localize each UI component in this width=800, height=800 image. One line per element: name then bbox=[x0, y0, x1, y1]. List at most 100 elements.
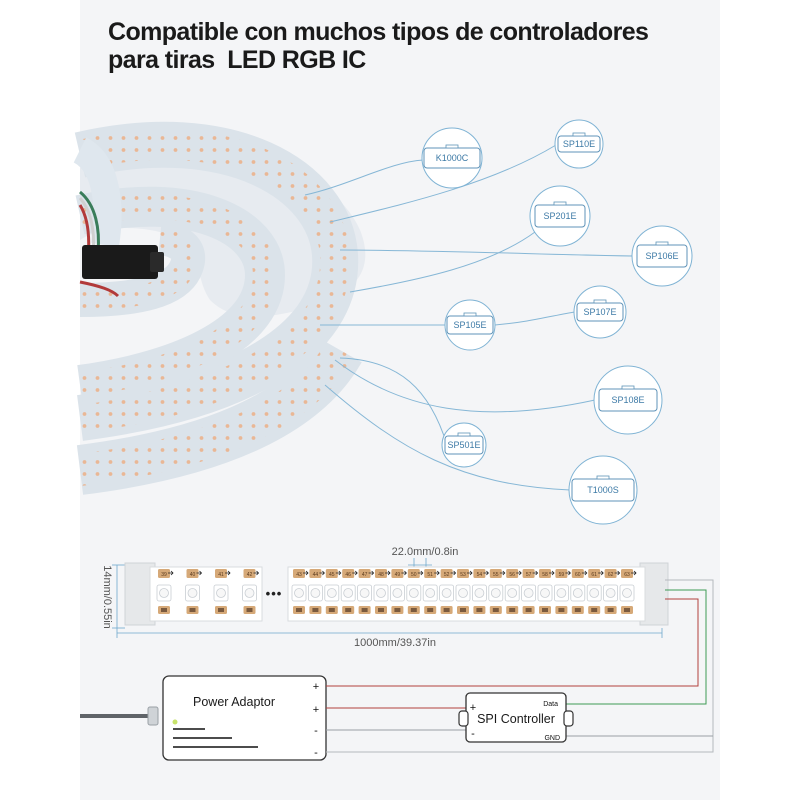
led-chip: 44 bbox=[307, 569, 325, 614]
led-chip: 47 bbox=[357, 569, 375, 614]
led-chip: 57 bbox=[521, 569, 539, 614]
led-chip: 56 bbox=[504, 569, 522, 614]
spi-controller-label: SPI Controller bbox=[477, 712, 555, 726]
led-chip: 53 bbox=[455, 569, 473, 614]
led-chip: 55 bbox=[488, 569, 506, 614]
led-chip: 48 bbox=[373, 569, 391, 614]
led-number: 63 bbox=[624, 572, 630, 578]
led-chip: 39 bbox=[156, 569, 174, 614]
led-chip: 63 bbox=[619, 569, 637, 614]
adaptor-minus-2: - bbox=[314, 747, 318, 759]
led-chip: 49 bbox=[389, 569, 407, 614]
controller-bubble-sp107e: SP107E bbox=[573, 285, 627, 339]
led-number: 46 bbox=[345, 572, 351, 578]
connector-sp106e bbox=[339, 249, 634, 257]
led-number: 47 bbox=[362, 572, 368, 578]
width-label: 14mm/0.55in bbox=[101, 565, 113, 629]
controller-label-k1000c: K1000C bbox=[436, 153, 469, 163]
leds-right: 43 44 45 46 47 48 49 50 51 52 53 54 55 56 57 58 59 60 61 62… bbox=[291, 569, 637, 614]
led-number: 60 bbox=[575, 572, 581, 578]
led-chip: 59 bbox=[554, 569, 571, 614]
connector-sp108e bbox=[334, 359, 596, 413]
led-chip: 43 bbox=[291, 569, 309, 614]
controller-label-sp106e: SP106E bbox=[645, 251, 678, 261]
led-number: 56 bbox=[509, 572, 515, 578]
wire-red-strip-power bbox=[326, 598, 699, 687]
led-number: 50 bbox=[411, 572, 417, 578]
connector-k1000c bbox=[304, 159, 424, 196]
controller-label-sp105e: SP105E bbox=[453, 320, 486, 330]
led-number: 44 bbox=[313, 572, 319, 578]
led-number: 45 bbox=[329, 572, 335, 578]
power-adaptor-label: Power Adaptor bbox=[193, 695, 275, 709]
controller-bubble-sp501e: SP501E bbox=[441, 422, 487, 468]
page-title-line-1: Compatible con muchos tipos de controlad… bbox=[108, 18, 649, 46]
led-chip: 46 bbox=[340, 569, 358, 614]
pitch-label: 22.0mm/0.8in bbox=[392, 546, 459, 558]
led-number: 61 bbox=[591, 572, 597, 578]
controller-label-sp107e: SP107E bbox=[583, 307, 616, 317]
connector-sp501e bbox=[339, 357, 448, 446]
led-number: 40 bbox=[190, 572, 196, 578]
connector-sp201e bbox=[349, 231, 536, 293]
led-number: 51 bbox=[427, 572, 433, 578]
led-chip: 52 bbox=[439, 569, 457, 614]
led-number: 39 bbox=[161, 572, 167, 578]
wire-grey-strip-ground bbox=[326, 579, 714, 753]
controller-label-sp108e: SP108E bbox=[611, 395, 644, 405]
adaptor-plus-1: + bbox=[313, 681, 319, 693]
dimension-diagram: 22.0mm/0.8in 14mm/0.55in 1000mm/39.37in … bbox=[101, 546, 669, 649]
controller-label-t1000s: T1000S bbox=[587, 485, 619, 495]
led-number: 58 bbox=[542, 572, 548, 578]
adaptor-plus-2: + bbox=[313, 704, 319, 716]
controller-bubble-sp201e: SP201E bbox=[529, 185, 591, 247]
leds-left: 39 40 41 42 bbox=[156, 569, 260, 614]
led-number: 59 bbox=[559, 572, 565, 578]
led-number: 55 bbox=[493, 572, 499, 578]
controller-connector-lines bbox=[304, 144, 634, 491]
connector-sp107e bbox=[494, 311, 576, 326]
led-number: 52 bbox=[444, 572, 450, 578]
led-chip: 51 bbox=[422, 569, 440, 614]
controller-label-sp201e: SP201E bbox=[543, 211, 576, 221]
page-title-line-2: para tiras LED RGB IC bbox=[108, 46, 366, 74]
led-number: 53 bbox=[460, 572, 466, 578]
spi-gnd-label: GND bbox=[544, 735, 560, 742]
controller-bubble-sp106e: SP106E bbox=[631, 225, 693, 287]
controller-bubble-t1000s: T1000S bbox=[568, 455, 638, 525]
spi-minus: - bbox=[471, 728, 475, 740]
adaptor-minus-1: - bbox=[314, 725, 318, 737]
connector-t1000s bbox=[324, 384, 571, 491]
power-led-indicator bbox=[172, 719, 178, 725]
led-number: 57 bbox=[526, 572, 532, 578]
led-strip-reel-photo bbox=[72, 121, 366, 495]
power-adaptor-box bbox=[162, 675, 327, 761]
ellipsis-mark: ••• bbox=[266, 586, 283, 601]
controller-bubble-sp105e: SP105E bbox=[444, 299, 496, 351]
led-chip: 61 bbox=[586, 569, 604, 614]
led-chip: 45 bbox=[324, 569, 342, 614]
led-number: 43 bbox=[296, 572, 302, 578]
led-chip: 54 bbox=[471, 569, 489, 614]
wiring-diagram: Power Adaptor + + - - SPI Controller + -… bbox=[80, 579, 714, 761]
controller-bubble-sp110e: SP110E bbox=[554, 119, 604, 169]
led-number: 62 bbox=[608, 572, 614, 578]
led-chip: 41 bbox=[213, 569, 231, 614]
spi-data-label: Data bbox=[543, 701, 558, 708]
led-chip: 60 bbox=[570, 569, 588, 614]
controller-bubble-sp108e: SP108E bbox=[593, 365, 663, 435]
controller-label-sp501e: SP501E bbox=[447, 440, 480, 450]
led-number: 41 bbox=[218, 572, 224, 578]
led-number: 54 bbox=[477, 572, 483, 578]
led-chip: 50 bbox=[406, 569, 424, 614]
connector-sp110e bbox=[329, 144, 557, 223]
led-chip: 42 bbox=[242, 569, 260, 614]
length-label: 1000mm/39.37in bbox=[354, 637, 436, 649]
led-chip: 62 bbox=[603, 569, 621, 614]
led-number: 49 bbox=[395, 572, 401, 578]
led-chip: 40 bbox=[185, 569, 203, 614]
led-number: 48 bbox=[378, 572, 384, 578]
led-chip: 58 bbox=[537, 569, 555, 614]
